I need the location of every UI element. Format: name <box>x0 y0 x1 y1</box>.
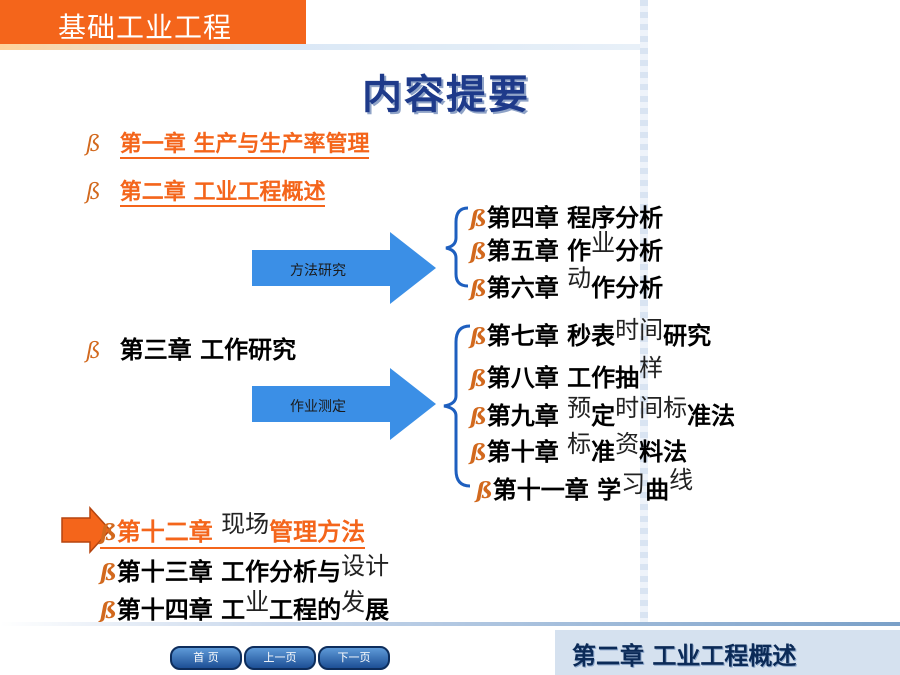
bullet-icon: ß <box>100 520 117 546</box>
chapter-9-label-e: 准法 <box>687 402 736 430</box>
bullet-icon: ß <box>100 560 117 586</box>
chapter-12-label-c: 管理方法 <box>269 518 366 546</box>
chapter-9-label-d: 时间标 <box>615 394 688 422</box>
page-title: 内容提要 <box>362 71 530 118</box>
chapter-12-label-a: 第十二章 <box>116 518 222 546</box>
chapter-6-label-b: 动 <box>567 264 592 292</box>
chapter-5-label-c: 分析 <box>615 237 664 265</box>
course-title: 基础工业工程 <box>58 11 233 44</box>
chapter-7-row: ß第七章 秒表时间研究 <box>470 316 711 351</box>
chapter-8-label-b: 样 <box>639 354 664 382</box>
bullet-icon: ß <box>470 440 487 466</box>
chapter-10-row: ß第十章 标准资料法 <box>470 430 688 467</box>
chapter-10-label-a: 第十章 <box>486 438 568 466</box>
chapter-5-row: ß第五章 作业分析 <box>470 229 664 266</box>
bullet-icon: ß <box>470 206 487 232</box>
chapter-10-label-b: 标 <box>567 430 592 458</box>
header-divider <box>0 44 640 50</box>
chapter-10-label-d: 资 <box>615 430 640 458</box>
chapter-14-label-a: 第十四章 工 <box>116 596 246 624</box>
bullet-icon: ß <box>470 324 487 350</box>
chapter-8-label-a: 第八章 工作抽 <box>486 364 640 392</box>
brace-measure <box>443 324 471 488</box>
chapter-1-row[interactable]: ß 第一章 生产与生产率管理 <box>86 126 370 159</box>
chapter-7-label-a: 第七章 秒表 <box>486 322 616 350</box>
chapter-5-label-b: 业 <box>591 229 616 257</box>
bullet-icon: ß <box>470 366 487 392</box>
chapter-12-row[interactable]: ß第十二章 现场管理方法 <box>100 510 366 549</box>
arrow-measure-label: 作业测定 <box>290 399 346 415</box>
chapter-13-label-b: 设计 <box>341 552 390 580</box>
chapter-14-row: ß第十四章 工业工程的发展 <box>100 588 390 625</box>
bullet-icon: ß <box>470 404 487 430</box>
chapter-3-label: 第三章 工作研究 <box>119 336 297 364</box>
chapter-7-label-b: 时间 <box>615 316 664 344</box>
bullet-icon: ß <box>86 180 101 205</box>
chapter-9-label-a: 第九章 <box>486 402 568 430</box>
footer-chapter-box <box>555 630 900 675</box>
arrow-method-study <box>252 232 436 304</box>
chapter-14-label-d: 发 <box>341 588 366 616</box>
current-pointer-arrow <box>61 506 112 554</box>
chapter-6-label-a: 第六章 <box>486 274 568 302</box>
arrow-work-measurement <box>252 368 436 440</box>
footer-divider <box>0 622 900 626</box>
bullet-icon: ß <box>470 276 487 302</box>
chapter-13-row: ß第十三章 工作分析与设计 <box>100 552 389 587</box>
bullet-icon: ß <box>100 598 117 624</box>
prev-page-button[interactable]: 上一页 <box>244 646 316 670</box>
bullet-icon: ß <box>86 339 101 364</box>
chapter-11-row: ß第十一章 学习曲线 <box>476 466 693 505</box>
arrow-method-label: 方法研究 <box>290 263 346 279</box>
chapter-1-link[interactable]: 第一章 生产与生产率管理 <box>119 132 370 159</box>
home-button[interactable]: 首 页 <box>170 646 242 670</box>
chapter-13-label-a: 第十三章 工作分析与 <box>116 558 342 586</box>
chapter-9-row: ß第九章 预定时间标准法 <box>470 394 736 431</box>
decorative-stripe <box>640 0 648 622</box>
chapter-6-row: ß第六章 动作分析 <box>470 264 664 303</box>
chapter-9-label-c: 定 <box>591 402 616 430</box>
brace-methods <box>445 206 469 288</box>
chapter-11-label-a: 第十一章 学 <box>492 476 622 504</box>
chapter-10-label-c: 准 <box>591 438 616 466</box>
chapter-8-row: ß第八章 工作抽样 <box>470 354 663 393</box>
chapter-7-label-c: 研究 <box>663 322 712 350</box>
chapter-5-label-a: 第五章 作 <box>486 237 592 265</box>
chapter-2-link[interactable]: 第二章 工业工程概述 <box>119 180 326 207</box>
chapter-10-label-e: 料法 <box>639 438 688 466</box>
chapter-4-row: ß第四章 程序分析 <box>470 198 663 233</box>
chapter-11-label-d: 线 <box>669 466 694 494</box>
footer-chapter-label: 第二章 工业工程概述 <box>572 641 797 670</box>
chapter-12-label-b: 现场 <box>221 510 270 538</box>
chapter-4-label: 第四章 程序分析 <box>486 204 664 232</box>
chapter-9-label-b: 预 <box>567 394 592 422</box>
next-page-button[interactable]: 下一页 <box>318 646 390 670</box>
header-bar <box>0 0 306 44</box>
chapter-14-label-b: 业 <box>245 588 270 616</box>
chapter-6-label-c: 作分析 <box>591 274 664 302</box>
chapter-3-row: ß 第三章 工作研究 <box>86 330 296 365</box>
chapter-11-label-c: 曲 <box>645 476 670 504</box>
bullet-icon: ß <box>476 478 493 504</box>
bullet-icon: ß <box>470 239 487 265</box>
chapter-14-label-e: 展 <box>365 596 390 624</box>
chapter-2-row[interactable]: ß 第二章 工业工程概述 <box>86 174 326 207</box>
chapter-14-label-c: 工程的 <box>269 596 342 624</box>
chapter-11-label-b: 习 <box>621 470 646 498</box>
bullet-icon: ß <box>86 132 101 157</box>
